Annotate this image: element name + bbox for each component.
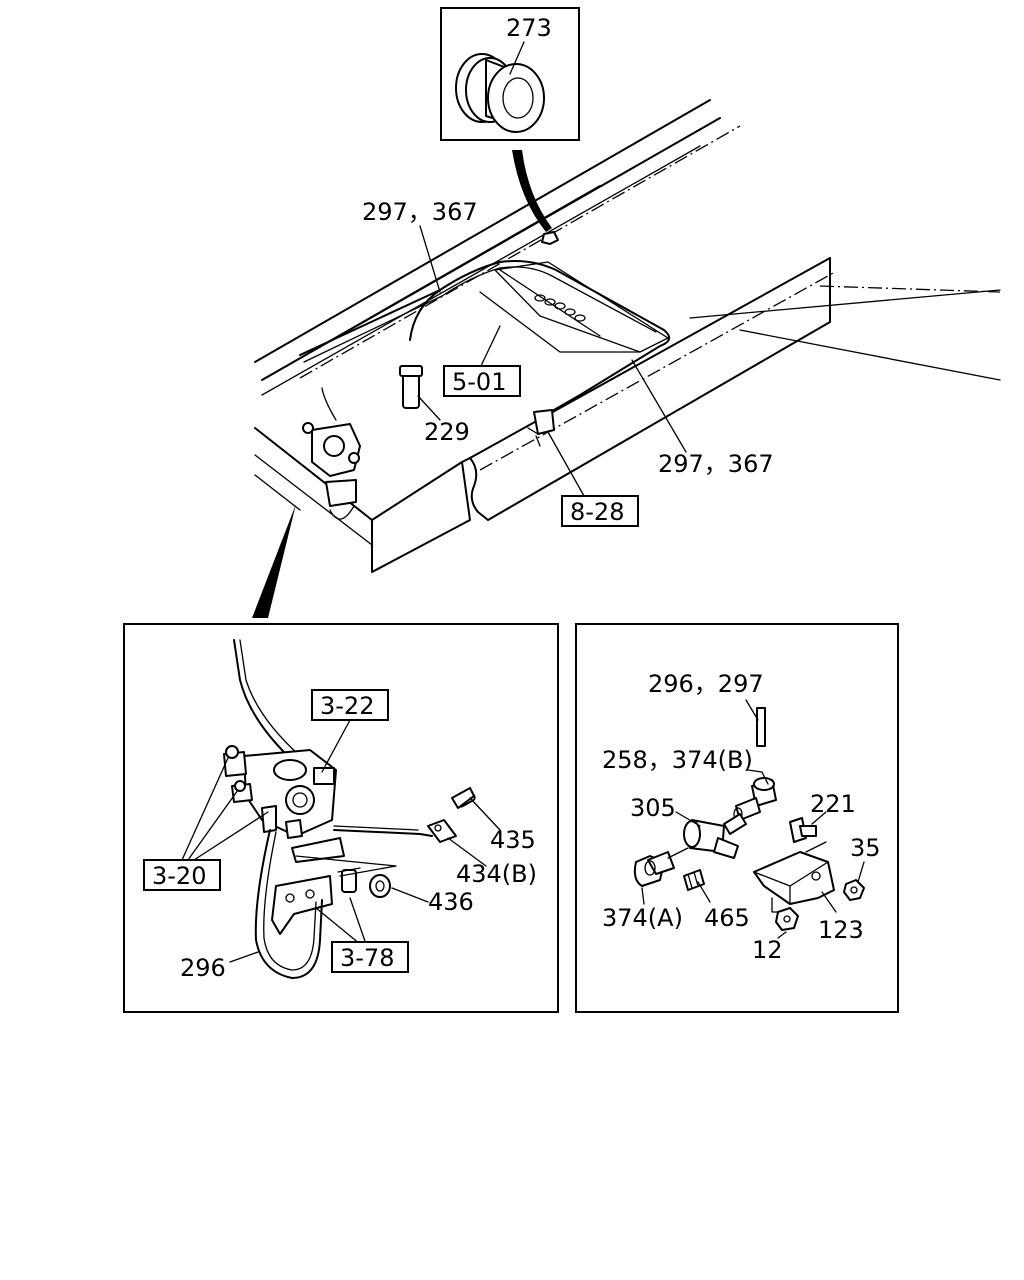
leader-465	[697, 881, 711, 903]
callout-12: 12	[752, 936, 783, 964]
nut-35-icon	[843, 879, 865, 901]
ref-5-01: 5-01	[452, 368, 506, 396]
callout-221: 221	[810, 790, 856, 818]
nut-436-icon	[369, 874, 391, 898]
grommet-inset: 273	[440, 7, 580, 141]
pipe-296-297-icon	[756, 707, 766, 747]
leader-435	[469, 797, 501, 831]
ref-3-78-box	[331, 941, 409, 973]
callout-435: 435	[490, 826, 536, 854]
relay-valve-icon	[223, 745, 337, 839]
air-pipe-main	[299, 260, 671, 421]
leader-8-28	[547, 431, 585, 497]
fitting-374a-icon	[633, 851, 675, 887]
bracket-123-icon	[753, 851, 835, 905]
callout-258-374b: 258，374(B)	[602, 746, 753, 774]
leader-297-367-top	[419, 225, 441, 293]
callout-465: 465	[704, 904, 750, 932]
bolt-221-icon	[789, 817, 817, 843]
leader-221	[811, 811, 827, 825]
leader-296	[229, 951, 259, 963]
cross-member	[254, 427, 471, 573]
leader-3-22	[321, 719, 351, 773]
leader-374a-fitting	[667, 847, 689, 859]
chassis-frame	[254, 99, 1001, 573]
ref-3-20-box	[143, 859, 221, 891]
callout-436: 436	[428, 888, 474, 916]
leader-3-20	[181, 757, 269, 861]
tee-fitting-icon	[683, 813, 747, 859]
leader-123	[821, 891, 837, 913]
callout-434b: 434(B)	[456, 860, 537, 888]
valve-detail-inset: 435 434(B) 436 3-22 3-20 3-78 296	[123, 623, 559, 1013]
upper-rail	[254, 99, 721, 381]
callout-296: 296	[180, 954, 226, 982]
grommet-location-icon	[541, 231, 559, 245]
clip-434b-icon	[427, 819, 457, 843]
bracket-icon	[271, 837, 361, 935]
callout-35: 35	[850, 834, 881, 862]
leader-12	[777, 931, 787, 939]
callout-297-367-right: 297，367	[658, 450, 774, 478]
leader-258-374b	[747, 769, 769, 785]
callout-305: 305	[630, 794, 676, 822]
ref-8-28: 8-28	[570, 498, 624, 526]
callout-297-367-top: 297，367	[362, 198, 478, 226]
leader-3-78	[315, 897, 367, 945]
leader-436	[391, 887, 429, 903]
inset-pointer-top	[512, 150, 552, 232]
ref-3-22: 3-22	[320, 692, 374, 720]
leader-5-01	[479, 325, 501, 369]
callout-374a: 374(A)	[602, 904, 683, 932]
tray-holes	[534, 294, 586, 322]
leader-434b	[447, 837, 487, 867]
plug-465-icon	[683, 869, 705, 891]
inset-pointer-left	[252, 504, 296, 618]
fitting-detail-frame	[575, 623, 899, 1013]
grommet-273-icon	[455, 53, 545, 133]
upper-rail-centerline	[299, 125, 741, 379]
callout-229: 229	[424, 418, 470, 446]
ref-5-01-box	[443, 365, 521, 397]
elbow-fitting-icon	[733, 777, 777, 821]
valve-cluster-chassis-icon	[302, 422, 361, 520]
leader-296-297	[745, 699, 759, 721]
valve-229-icon	[399, 365, 423, 409]
callout-296-297: 296，297	[648, 670, 764, 698]
leader-229	[417, 395, 441, 421]
tray	[494, 261, 669, 353]
leader-374a	[641, 887, 645, 905]
ref-3-78: 3-78	[340, 944, 394, 972]
ref-8-28-box	[561, 495, 639, 527]
leader-35	[857, 861, 865, 883]
ref-3-20: 3-20	[152, 862, 206, 890]
callout-273: 273	[506, 14, 552, 42]
leader-297-367-right	[631, 359, 687, 453]
fitting-detail-inset: 296，297 258，374(B) 305 221	[575, 623, 899, 1013]
nut-12-icon	[775, 907, 799, 931]
hose-296	[254, 829, 323, 979]
callout-123: 123	[818, 916, 864, 944]
valve-detail-frame	[123, 623, 559, 1013]
clip-icon	[527, 409, 555, 447]
lower-rail-top	[469, 257, 831, 521]
bolt-435-icon	[451, 787, 476, 809]
leader-273	[509, 41, 525, 75]
grommet-inset-frame	[440, 7, 580, 141]
ref-3-22-box	[311, 689, 389, 721]
leader-305	[675, 811, 701, 827]
